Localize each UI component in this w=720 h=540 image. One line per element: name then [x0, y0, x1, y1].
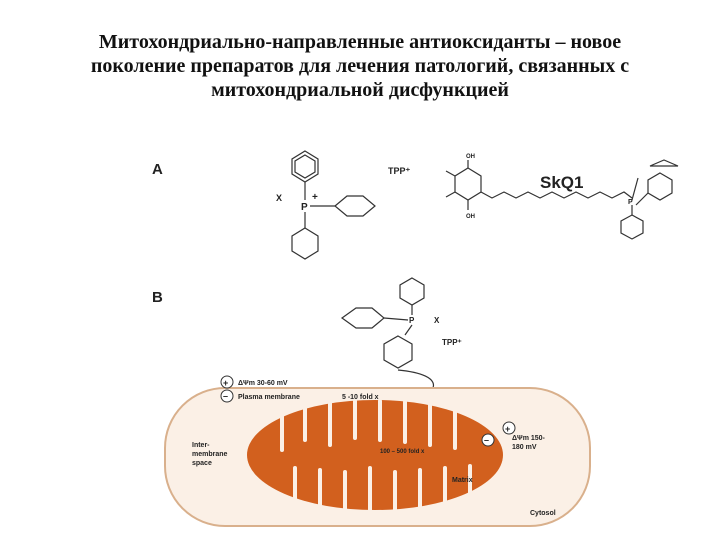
title-line-3: митохондриальной дисфункцией — [211, 79, 509, 101]
minus-sign: – — [223, 391, 228, 401]
skq1-phenyl-bottom — [620, 214, 644, 240]
plasma-membrane-label: Plasma membrane — [238, 394, 300, 401]
skq1-oh-bottom: OH — [466, 214, 475, 220]
tppx-phenyl-top — [399, 277, 425, 306]
skq1-label: SkQ1 — [540, 173, 583, 192]
matrix-potential-2: 180 mV — [512, 444, 537, 451]
skq1-quinone-ring — [454, 167, 482, 201]
tppx-x-anion: X — [434, 316, 440, 325]
fold-inner-label: 100 – 500 fold x — [380, 449, 425, 455]
skq1-p-atom: P — [628, 199, 633, 206]
intermembrane-label-3: space — [192, 460, 212, 467]
mitochondrion-outer — [247, 400, 503, 510]
cytosol-label: Cytosol — [530, 510, 556, 517]
tpp-structure — [291, 150, 376, 260]
intermembrane-label-1: Inter- — [192, 442, 210, 449]
skq1-phenyl-right — [647, 172, 673, 201]
inner-plus-sign: + — [505, 424, 510, 434]
plus-sign: + — [223, 378, 228, 388]
skq1-alkyl-chain — [480, 191, 633, 199]
slide-title: Митохондриально-направленные антиоксидан… — [40, 30, 680, 102]
skq1-structure — [445, 159, 679, 240]
panel-b-label: B — [152, 289, 163, 306]
inner-minus-sign: – — [484, 435, 489, 445]
skq1-oh-top: OH — [466, 154, 475, 160]
panel-a-label: A — [152, 161, 163, 178]
plus-sign-circle — [220, 375, 234, 389]
title-line-2: поколение препаратов для лечения патолог… — [90, 55, 630, 77]
tpp-p-atom: P — [301, 202, 308, 213]
tppx-structure — [340, 277, 425, 369]
mitochondrion-cristae — [280, 399, 472, 512]
matrix-potential-1: ΔΨm 150- — [512, 435, 546, 442]
tppx-tpp-label: TPP⁺ — [442, 338, 462, 347]
mitochondrion — [247, 399, 503, 512]
tpp-plus-charge: + — [312, 192, 318, 203]
minus-sign-circle — [220, 389, 234, 403]
tpp-phenyl-top-inner — [294, 154, 316, 179]
plasma-membrane-potential: ΔΨm 30-60 mV — [238, 380, 288, 387]
skq1-phenyl-top — [649, 159, 679, 167]
tppx-phenyl-left — [340, 307, 385, 329]
matrix-label: Matrix — [452, 477, 473, 484]
intermembrane-label-2: membrane — [192, 451, 228, 458]
inner-plus-circle — [502, 421, 516, 435]
tpp-phenyl-right — [334, 195, 376, 217]
tpp-label: TPP⁺ — [388, 166, 411, 176]
tpp-x-anion: X — [276, 193, 282, 203]
fold-outer-label: 5 -10 fold x — [342, 394, 379, 401]
tppx-phenyl-bottom — [383, 335, 413, 369]
title-line-1: Митохондриально-направленные антиоксидан… — [98, 31, 622, 53]
inner-minus-circle — [481, 433, 495, 447]
tpp-phenyl-bottom — [291, 227, 319, 260]
tppx-p-atom: P — [409, 316, 415, 325]
